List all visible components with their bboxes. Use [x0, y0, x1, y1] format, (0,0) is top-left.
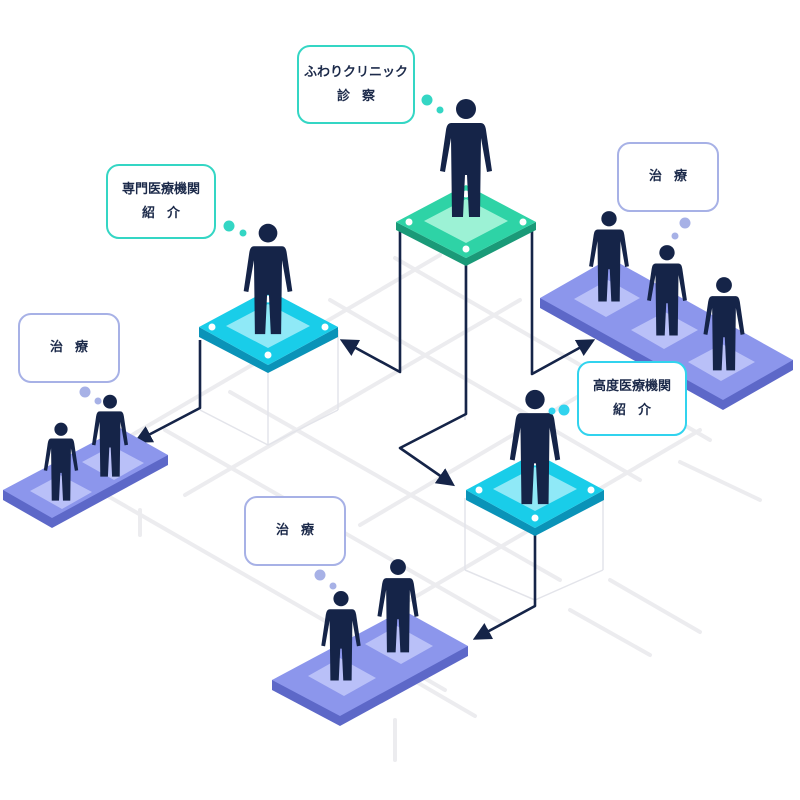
treatment-right-label: 治療 [648, 169, 699, 184]
arrow-clinic-to-specialist [339, 228, 402, 374]
treatment-platform-left [3, 428, 168, 528]
advanced-label: 高度医療機関 [592, 378, 671, 394]
treatment-bottom-bubble: 治療 [244, 496, 346, 566]
clinic-action: 診察 [336, 88, 387, 104]
arrow-clinic-to-treatment-right [530, 228, 596, 376]
advanced-action: 紹介 [612, 402, 663, 418]
advanced-platform [466, 453, 604, 536]
clinic-bubble: ふわりクリニック 診察 [297, 45, 415, 124]
clinic-label: ふわりクリニック [303, 64, 408, 80]
advanced-bubble: 高度医療機関 紹介 [577, 361, 687, 436]
specialist-bubble: 専門医療機関 紹介 [106, 164, 216, 239]
arrow-advanced-to-treatment-bottom [472, 535, 537, 640]
arrow-clinic-to-advanced [398, 258, 468, 487]
arrow-specialist-to-treatment-left [133, 340, 202, 443]
thought-dots [79, 94, 691, 590]
specialist-label: 専門医療機関 [121, 181, 200, 197]
treatment-platform-bottom [272, 610, 468, 726]
treatment-bottom-label: 治療 [275, 523, 326, 538]
treatment-right-bubble: 治療 [617, 142, 719, 212]
treatment-left-label: 治療 [49, 340, 100, 355]
specialist-platform [199, 290, 338, 373]
clinic-platform [396, 185, 536, 266]
flow-arrows [133, 228, 596, 640]
treatment-left-bubble: 治療 [18, 313, 120, 383]
specialist-action: 紹介 [141, 205, 192, 221]
